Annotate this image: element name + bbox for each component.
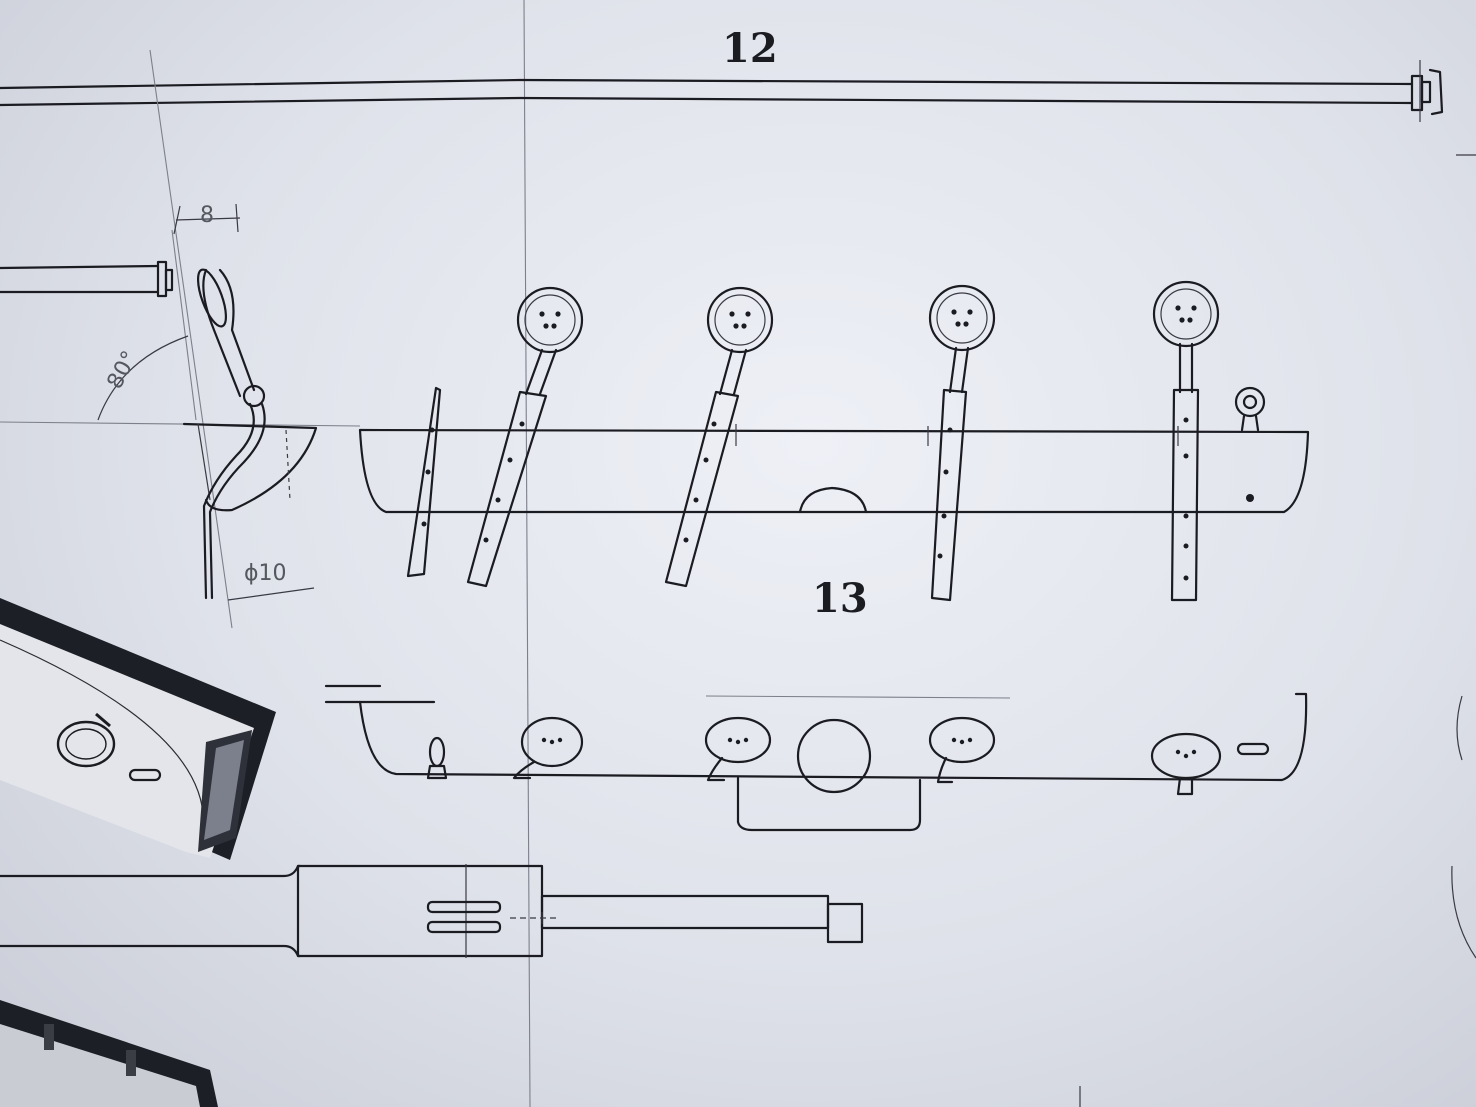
dimension-diameter-label: ϕ10 (244, 561, 287, 586)
figure-12-bar (0, 60, 1476, 156)
plan-view (324, 684, 1308, 832)
fixing-hole-icon (1246, 494, 1254, 502)
spoon-strap-4 (1152, 280, 1220, 602)
spoon-strap-3 (928, 284, 996, 602)
spoon-strap-1 (466, 286, 584, 588)
dimension-width-label: 8 (200, 203, 214, 228)
figure-12-label: 12 (722, 25, 778, 72)
model-hull-part-upper (0, 598, 276, 860)
shaft-fitting (0, 864, 864, 958)
side-profile-detail (0, 49, 361, 629)
paper-fold-line (523, 0, 531, 1107)
spoon-strap-2 (664, 286, 774, 588)
model-hull-part-lower (0, 1000, 218, 1107)
figure-13-label: 13 (812, 575, 868, 622)
strap-plain (406, 386, 442, 578)
front-elevation (358, 386, 1310, 514)
right-edge-fragments (1451, 695, 1476, 959)
dimension-angle-label: 80° (103, 347, 143, 393)
